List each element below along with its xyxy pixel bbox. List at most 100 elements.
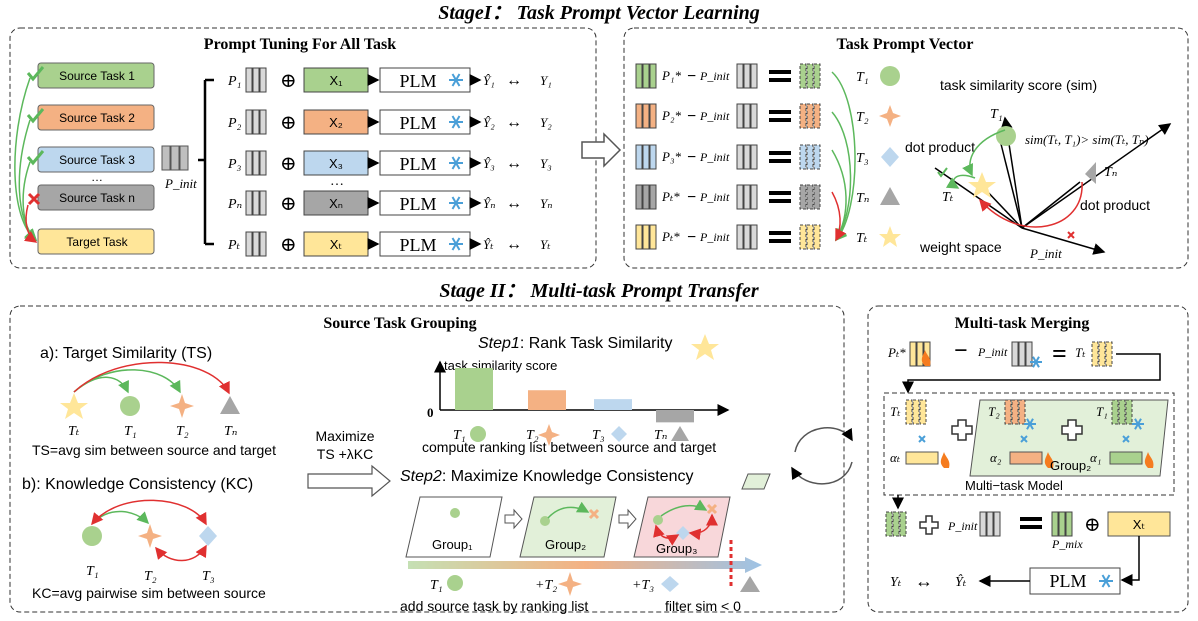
t1-circle bbox=[120, 396, 140, 416]
p-init-label: P_init bbox=[947, 519, 978, 533]
prompt-star-label: P₁* bbox=[661, 68, 681, 83]
fire-icon bbox=[921, 350, 931, 366]
bidirectional-arrow-icon: ↔ bbox=[506, 72, 522, 89]
bidirectional-arrow-icon: ↔ bbox=[506, 155, 522, 172]
prompt-block bbox=[245, 67, 267, 93]
weight-space: task similarity score (sim) T₁ Tₙ Tₜ dot… bbox=[905, 77, 1172, 261]
prediction-label: Ŷₙ bbox=[483, 196, 496, 211]
task-label: T₁ bbox=[856, 70, 869, 85]
t1-axis-label: T₁ bbox=[990, 107, 1003, 122]
t1-circle bbox=[996, 126, 1016, 146]
maximize-formula: TS +λKC bbox=[317, 446, 373, 462]
kc-diagram: T₁ T₂ T₃ bbox=[82, 499, 217, 584]
oplus-icon: ⊕ bbox=[280, 234, 297, 256]
zero-label: 0 bbox=[427, 405, 434, 420]
ts-node-3: Tₙ bbox=[224, 424, 238, 439]
p-star-label: Pₜ* bbox=[887, 345, 906, 360]
model-label: Multi−task Model bbox=[965, 478, 1063, 493]
tn-triangle bbox=[740, 576, 760, 592]
triangle-icon bbox=[880, 187, 900, 205]
circle-icon bbox=[470, 426, 486, 442]
equals-icon: = bbox=[1052, 339, 1067, 368]
snowflake-icon bbox=[449, 196, 463, 210]
input-label: X₃ bbox=[329, 156, 343, 171]
prompt-label: Pₙ bbox=[227, 197, 243, 212]
prompt-block bbox=[245, 150, 267, 176]
source-task-n-box bbox=[37, 184, 155, 211]
check-icon bbox=[26, 66, 45, 82]
tt-star bbox=[968, 172, 996, 198]
snowflake-icon bbox=[1099, 574, 1113, 588]
bidirectional-arrow-icon: ↔ bbox=[915, 571, 933, 591]
maximize-arrow bbox=[307, 464, 391, 498]
plus-icon bbox=[951, 419, 973, 441]
task-vector-block bbox=[1004, 399, 1026, 425]
cycle-icon bbox=[791, 427, 853, 485]
minus-icon: − bbox=[687, 229, 696, 246]
tn-label: Tₙ bbox=[1104, 165, 1118, 180]
source-task-3-label: Source Task 3 bbox=[59, 153, 135, 167]
ts-node-0: Tₜ bbox=[68, 424, 80, 439]
step2-text: : Maximize Knowledge Consistency bbox=[442, 468, 694, 485]
plus-icon bbox=[919, 515, 939, 535]
prompt-label: Pₜ bbox=[227, 238, 241, 253]
p-init-block bbox=[736, 144, 758, 170]
oplus-icon: ⊕ bbox=[280, 193, 297, 215]
minus-icon: − bbox=[687, 68, 696, 85]
group-2-label: Group₂ bbox=[545, 537, 586, 552]
task-vector-block bbox=[799, 103, 821, 129]
target-label: Yₙ bbox=[540, 196, 553, 211]
group-3-label: Group₃ bbox=[656, 541, 697, 556]
fire-icon bbox=[940, 452, 950, 468]
input-label: Xₜ bbox=[330, 237, 343, 252]
task-label: T₂ bbox=[856, 110, 869, 125]
task-prompt-vector-title: Task Prompt Vector bbox=[837, 36, 974, 53]
tn-triangle bbox=[1085, 162, 1096, 184]
check-icon bbox=[26, 150, 45, 166]
step1-prefix: Step1 bbox=[478, 335, 520, 352]
p-init-label: P_init bbox=[699, 190, 730, 204]
multitask-model-box bbox=[883, 392, 1175, 496]
circle-icon bbox=[880, 66, 900, 86]
task-label: Tₜ bbox=[890, 404, 901, 419]
source-task-2-label: Source Task 2 bbox=[59, 111, 135, 125]
p-init-label: P_init bbox=[699, 230, 730, 244]
source-task-1-label: Source Task 1 bbox=[59, 69, 135, 83]
plm-label: PLM bbox=[399, 113, 436, 133]
ts-label: a): Target Similarity (TS) bbox=[40, 345, 212, 362]
kc-label: b): Knowledge Consistency (KC) bbox=[22, 476, 253, 493]
task-label: T₂ bbox=[988, 404, 1000, 419]
input-label: Xₙ bbox=[329, 196, 343, 211]
source-grouping-panel bbox=[9, 305, 845, 613]
prompt-star-label: Pₜ* bbox=[661, 189, 680, 204]
task-vector-block bbox=[799, 184, 821, 210]
task-label: Tₜ bbox=[856, 231, 868, 246]
oplus-icon: ⊕ bbox=[280, 112, 297, 134]
triangle-icon bbox=[671, 426, 689, 441]
check-icons bbox=[26, 66, 45, 206]
fire-icon bbox=[1044, 452, 1054, 468]
t2-star bbox=[170, 394, 194, 418]
weight-space-label: weight space bbox=[919, 239, 1002, 255]
vector-block bbox=[635, 103, 657, 129]
cross-icon bbox=[1067, 231, 1075, 239]
bar-category-label: T₂ bbox=[526, 428, 539, 443]
bidirectional-arrow-icon: ↔ bbox=[506, 114, 522, 131]
check-icon bbox=[26, 108, 45, 124]
p-mix-label: P_mix bbox=[1051, 537, 1083, 551]
tt-label: Tₜ bbox=[942, 190, 954, 205]
plm-label: PLM bbox=[399, 235, 436, 255]
p-init-label: P_init bbox=[699, 150, 730, 164]
minus-icon: − bbox=[687, 189, 696, 206]
parallelogram-icon bbox=[741, 473, 771, 490]
task-label: Tₜ bbox=[1075, 345, 1086, 360]
tpv-arrows bbox=[831, 71, 856, 242]
kc-node-0: T₁ bbox=[86, 564, 99, 579]
sim-compare: sim(Tₜ, T₁)> sim(Tₜ, Tₙ) bbox=[1025, 132, 1149, 147]
task-ellipsis: … bbox=[91, 170, 103, 184]
groups: Group₁ Group₂ Group₃ bbox=[405, 496, 731, 558]
vector-block bbox=[635, 144, 657, 170]
prompt-block bbox=[245, 109, 267, 135]
p-init-origin-label: P_init bbox=[1029, 246, 1062, 261]
task-vector-block bbox=[1111, 399, 1133, 425]
